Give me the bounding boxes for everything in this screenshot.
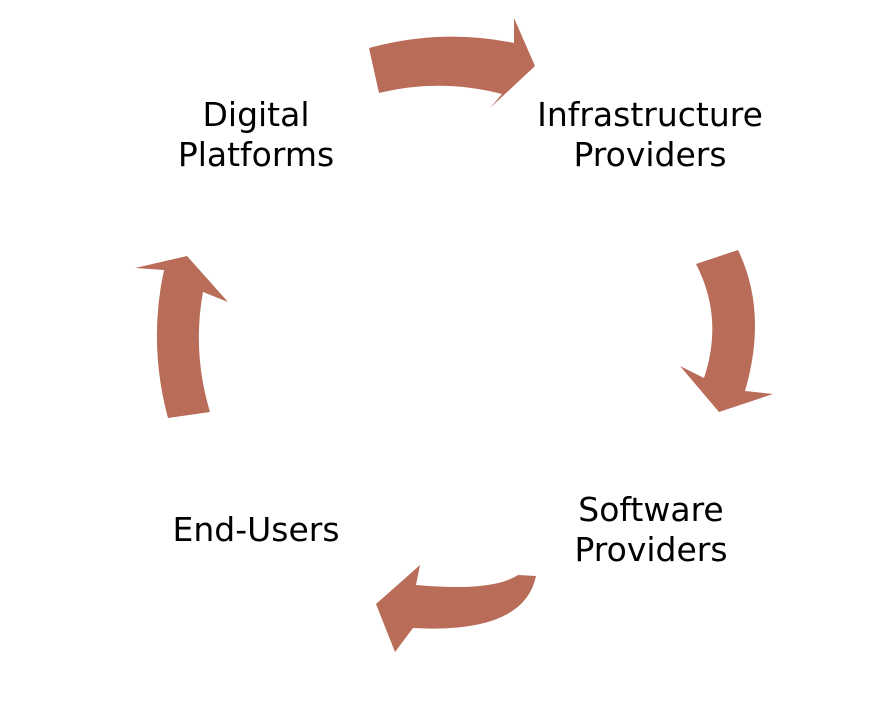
node-software-providers-line2: Providers bbox=[574, 530, 728, 569]
node-software-providers-line1: Software bbox=[578, 490, 724, 529]
node-digital-platforms-line1: Digital bbox=[202, 95, 310, 134]
node-infrastructure-providers: Infrastructure Providers bbox=[537, 95, 763, 175]
node-infrastructure-providers-line2: Providers bbox=[573, 135, 727, 174]
node-end-users: End-Users bbox=[172, 510, 339, 550]
arrow-digital-to-infrastructure bbox=[369, 18, 535, 108]
node-digital-platforms: Digital Platforms bbox=[178, 95, 334, 175]
node-end-users-line1: End-Users bbox=[172, 510, 340, 549]
node-digital-platforms-line2: Platforms bbox=[177, 135, 335, 174]
arrow-endusers-to-digital bbox=[135, 256, 228, 418]
arrow-infrastructure-to-software bbox=[680, 250, 773, 412]
arrow-software-to-endusers bbox=[376, 565, 536, 652]
node-software-providers: Software Providers bbox=[574, 490, 727, 570]
node-infrastructure-providers-line1: Infrastructure bbox=[537, 95, 763, 134]
